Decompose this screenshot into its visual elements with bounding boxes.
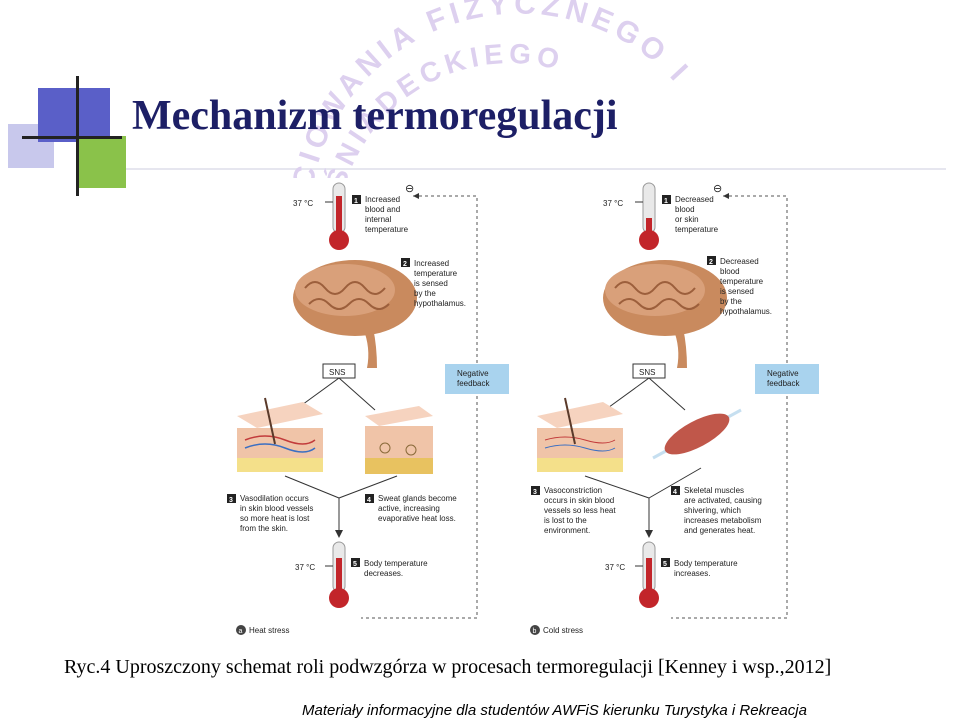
heat-negative-feedback: Negative feedback [457, 369, 491, 388]
heat-step5-number: 5 [353, 561, 357, 568]
heat-panel-label: Heat stress [249, 626, 289, 635]
cold-panel-letter: b [533, 628, 537, 635]
heat-step2-number: 2 [403, 261, 407, 268]
cold-step4-number: 4 [673, 489, 677, 496]
cold-panel-label: Cold stress [543, 626, 583, 635]
heat-sns-label: SNS [329, 368, 345, 377]
decor-blue-square [38, 88, 110, 142]
cold-step3-text: Vasoconstriction occurs in skin blood ve… [544, 486, 618, 535]
cold-step1-number: 1 [664, 198, 668, 205]
cold-brain [603, 260, 727, 368]
cold-step5-number: 5 [663, 561, 667, 568]
heat-stress-panel: 37 °C 1 Increased blood and internal tem… [227, 182, 509, 635]
cold-thermometer-top: 37 °C [603, 182, 659, 250]
heat-step3-number: 3 [229, 497, 233, 504]
cold-muscle-illustration [652, 408, 742, 460]
cold-step4-text: Skeletal muscles are activated, causing … [684, 486, 764, 535]
heat-thermometer-top: 37 °C [293, 182, 349, 250]
cold-feedback-loop [671, 195, 788, 619]
cold-step2-text: Decreased blood temperature is sensed by… [720, 257, 772, 316]
heat-sweat-gland-illustration [365, 406, 433, 474]
cold-sns-label: SNS [639, 368, 655, 377]
heat-step4-text: Sweat glands become active, increasing e… [378, 494, 459, 523]
decor-horizontal-line [22, 136, 122, 139]
cold-temp-label-top: 37 °C [603, 199, 623, 208]
title-underline [126, 168, 946, 170]
cold-skin-illustration [537, 397, 623, 472]
cold-step2-number: 2 [709, 259, 713, 266]
decor-green-square [78, 136, 126, 188]
heat-skin-illustration [237, 397, 323, 472]
heat-temp-label-top: 37 °C [293, 199, 313, 208]
figure-caption: Ryc.4 Uproszczony schemat roli podwzgórz… [64, 656, 832, 678]
heat-minus-sign: ⊖ [405, 183, 414, 195]
heat-step3-text: Vasodilation occurs in skin blood vessel… [240, 494, 316, 533]
cold-minus-sign: ⊖ [713, 183, 722, 195]
cold-step3-number: 3 [533, 489, 537, 496]
heat-step5-text: Body temperature decreases. [364, 559, 430, 578]
cold-temp-label-bottom: 37 °C [605, 563, 625, 572]
heat-brain [293, 260, 417, 368]
cold-step1-text: Decreased blood or skin temperature [675, 195, 719, 234]
heat-step2-text: Increased temperature is sensed by the h… [414, 259, 466, 308]
heat-step4-number: 4 [367, 497, 371, 504]
heat-temp-label-bottom: 37 °C [295, 563, 315, 572]
heat-step1-text: Increased blood and internal temperature [365, 195, 409, 234]
heat-thermometer-bottom: 37 °C [295, 541, 349, 608]
slide-footer: Materiały informacyjne dla studentów AWF… [302, 702, 807, 719]
heat-feedback-loop [361, 195, 478, 619]
cold-thermometer-bottom: 37 °C [605, 541, 659, 608]
cold-negative-feedback: Negative feedback [767, 369, 801, 388]
slide-title: Mechanizm termoregulacji [132, 93, 618, 139]
heat-panel-letter: a [239, 628, 243, 635]
cold-stress-panel: 37 °C 1 Decreased blood or skin temperat… [530, 182, 819, 635]
heat-step1-number: 1 [354, 198, 358, 205]
cold-step5-text: Body temperature increases. [674, 559, 740, 578]
thermoregulation-figure: 37 °C 1 Increased blood and internal tem… [205, 178, 835, 640]
